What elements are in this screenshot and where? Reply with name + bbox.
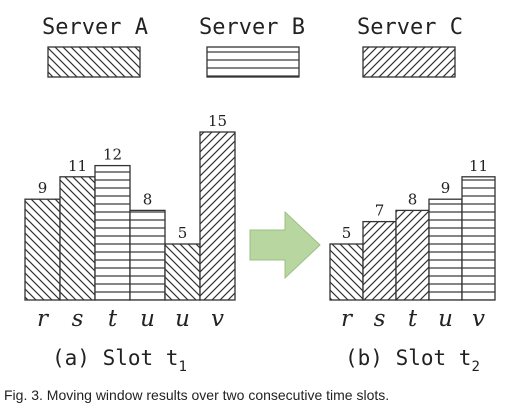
- value-label: 7: [375, 202, 385, 220]
- chart-slot-1: 9 r 11 s 12 t 8 u 5 u 15 v: [24, 112, 236, 332]
- legend-label-server-b: Server B: [199, 15, 305, 40]
- value-label: 9: [38, 179, 48, 197]
- bar-t-2: [395, 209, 430, 301]
- legend: Server A Server B Server C: [42, 15, 463, 78]
- caption-slot-2: (b) Slot t2: [345, 346, 480, 375]
- value-label: 15: [208, 112, 227, 130]
- value-label: 8: [143, 190, 153, 208]
- bar-v-4: [461, 176, 496, 301]
- value-label: 8: [408, 190, 418, 208]
- value-label: 5: [178, 224, 188, 242]
- legend-label-server-c: Server C: [357, 15, 463, 40]
- category-label: u: [175, 306, 190, 332]
- bar-u-3: [129, 209, 166, 301]
- figure-caption: Fig. 3. Moving window results over two c…: [4, 387, 390, 403]
- category-label: v: [211, 306, 224, 332]
- legend-swatch-server-c: [362, 46, 456, 78]
- bar-r-0: [329, 243, 364, 301]
- bar-v-5: [199, 131, 236, 301]
- bar-s-1: [362, 220, 397, 301]
- category-label: t: [408, 306, 418, 332]
- value-label: 11: [469, 157, 488, 175]
- legend-swatch-server-b: [206, 46, 300, 78]
- bar-u-4: [164, 243, 201, 301]
- value-label: 12: [103, 146, 122, 164]
- legend-label-server-a: Server A: [42, 15, 148, 40]
- legend-swatch-server-a: [47, 46, 141, 78]
- caption-slot-1: (a) Slot t1: [52, 346, 187, 375]
- category-label: s: [374, 306, 386, 332]
- bar-t-2: [94, 164, 131, 301]
- value-label: 5: [342, 224, 352, 242]
- bar-u-3: [428, 198, 463, 301]
- category-label: r: [341, 306, 354, 332]
- arrow-icon: [249, 210, 321, 280]
- figure-svg: Server A Server B Server C 9 r 11 s 12 t 8 u 5 u 1…: [24, 15, 496, 375]
- bar-r-0: [24, 198, 61, 301]
- value-label: 9: [441, 179, 451, 197]
- category-label: v: [472, 306, 485, 332]
- category-label: u: [438, 306, 453, 332]
- category-label: t: [108, 306, 118, 332]
- chart-slot-2: 5 r 7 s 8 t 9 u 11 v: [329, 157, 496, 332]
- category-label: r: [37, 306, 50, 332]
- value-label: 11: [68, 157, 87, 175]
- category-label: u: [140, 306, 155, 332]
- bar-s-1: [59, 176, 96, 301]
- category-label: s: [72, 306, 84, 332]
